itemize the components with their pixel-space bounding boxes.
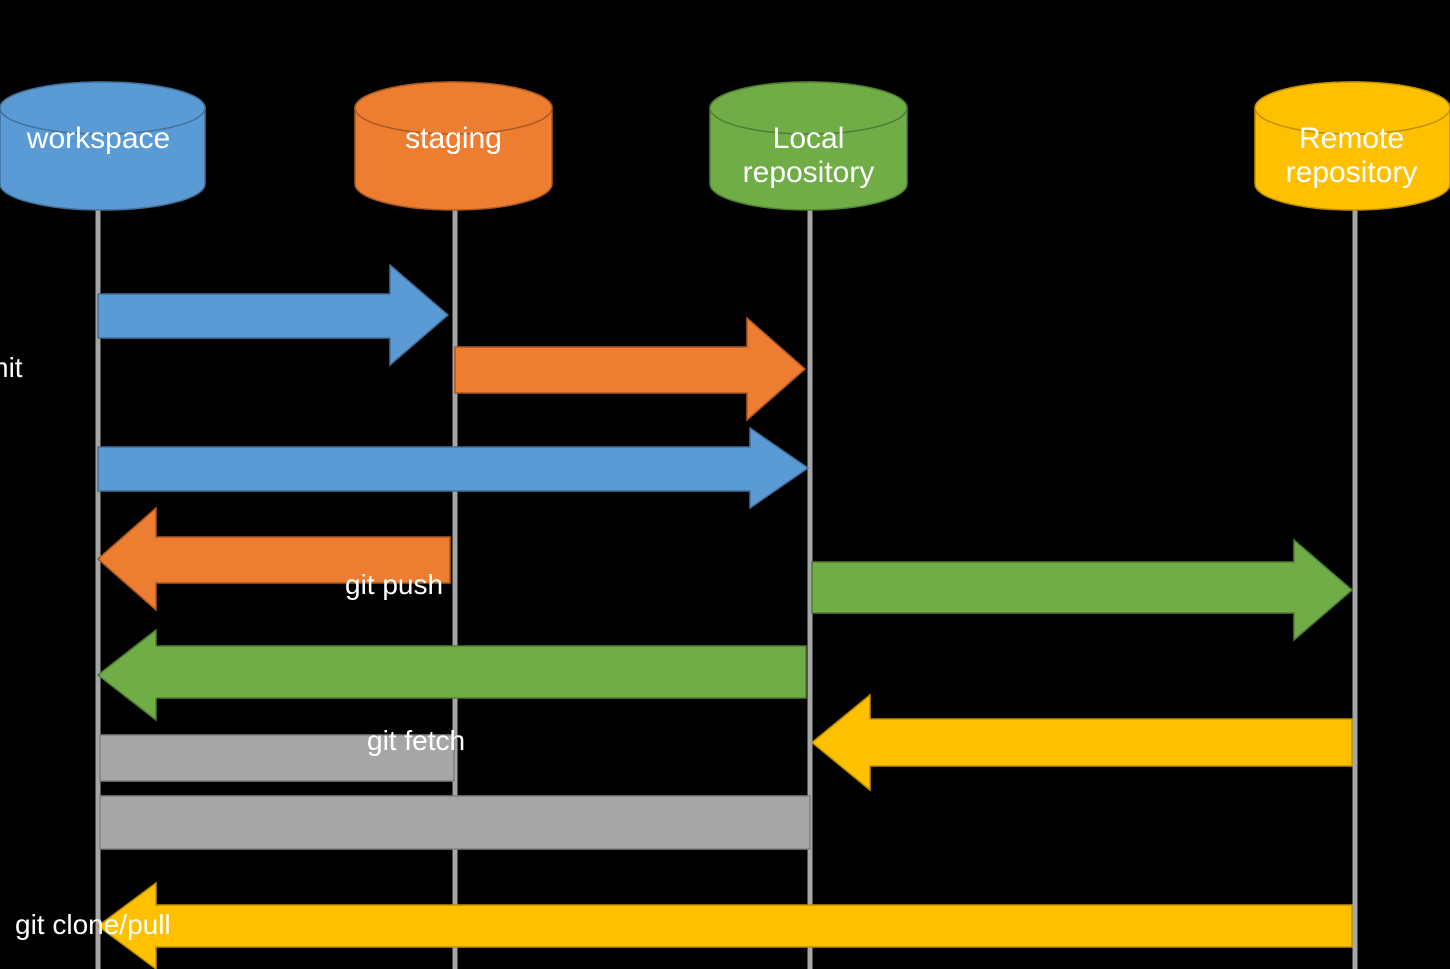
lifeline-local-repository bbox=[807, 204, 813, 969]
arrow-shape-git-commit[interactable] bbox=[454, 316, 807, 422]
arrow-git-diff-head bbox=[99, 795, 811, 850]
lifeline-remote-repository bbox=[1352, 204, 1358, 969]
arrow-git-commit bbox=[454, 316, 807, 422]
arrow-git-clone-pull bbox=[96, 881, 1353, 969]
arrow-git-push bbox=[811, 538, 1354, 642]
arrow-shape-git-reset-commit[interactable] bbox=[96, 628, 807, 722]
node-staging[interactable] bbox=[354, 81, 553, 211]
arrow-git-diff bbox=[99, 734, 455, 782]
arrow-shape-git-diff[interactable] bbox=[99, 734, 455, 782]
arrow-shape-git-fetch[interactable] bbox=[810, 693, 1353, 792]
lifeline-staging bbox=[452, 204, 458, 969]
cylinder-top-staging bbox=[354, 81, 553, 135]
arrow-git-commit-a bbox=[97, 426, 810, 510]
arrow-shape-git-clone-pull[interactable] bbox=[96, 881, 1353, 969]
arrow-git-reset-file bbox=[96, 506, 451, 612]
arrow-shape-git-push[interactable] bbox=[811, 538, 1354, 642]
lifeline-workspace bbox=[95, 204, 101, 969]
arrow-shape-git-commit-a[interactable] bbox=[97, 426, 810, 510]
arrow-shape-git-diff-head[interactable] bbox=[99, 795, 811, 850]
arrow-git-fetch bbox=[810, 693, 1353, 792]
arrow-git-reset-commit bbox=[96, 628, 807, 722]
node-local-repository[interactable] bbox=[709, 81, 908, 211]
node-remote-repository[interactable] bbox=[1254, 81, 1450, 211]
node-workspace[interactable] bbox=[0, 81, 206, 211]
cylinder-top-local-repository bbox=[709, 81, 908, 135]
cylinder-top-workspace bbox=[0, 81, 206, 135]
arrow-shape-git-add-mv-rm[interactable] bbox=[97, 263, 450, 367]
arrow-git-add-mv-rm bbox=[97, 263, 450, 367]
arrow-shape-git-reset-file[interactable] bbox=[96, 506, 451, 612]
cylinder-top-remote-repository bbox=[1254, 81, 1450, 135]
